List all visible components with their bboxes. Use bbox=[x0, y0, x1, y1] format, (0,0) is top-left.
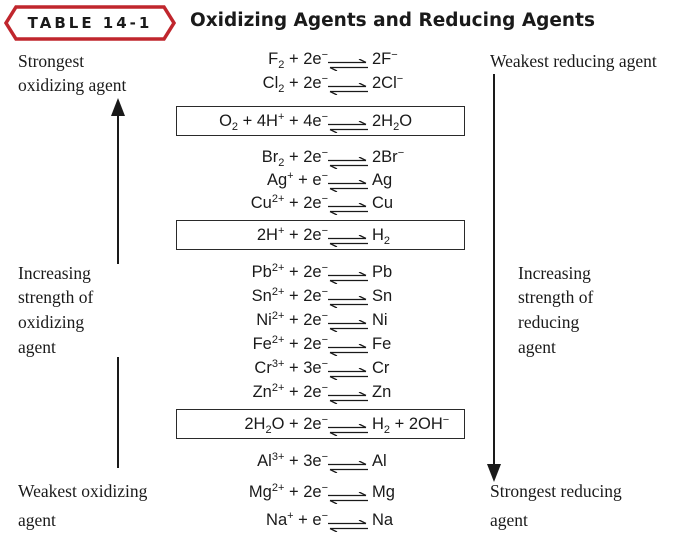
reaction-row: O2 + 4H+ + 4e− 2H2O bbox=[0, 109, 690, 134]
equilibrium-arrow-icon bbox=[328, 152, 368, 176]
reaction-products: Mg bbox=[372, 483, 395, 501]
right-increasing-line-1: Increasing bbox=[518, 263, 591, 283]
right-weakest-label: Weakest reducing agent bbox=[490, 51, 657, 71]
reaction-reactants: Zn2+ + 2e− bbox=[252, 382, 328, 402]
reaction-reactants: Ni2+ + 2e− bbox=[256, 310, 328, 330]
left-weakest-line-2: agent bbox=[18, 510, 56, 530]
equilibrium-arrow-icon bbox=[328, 54, 368, 78]
equilibrium-arrow-icon bbox=[328, 116, 368, 140]
reaction-products: Sn bbox=[372, 287, 393, 305]
reaction-reactants: Br2 + 2e− bbox=[261, 147, 328, 169]
reaction-box-hydrogen-ion bbox=[176, 220, 465, 250]
reaction-row: Cu2+ + 2e− Cu bbox=[0, 191, 690, 216]
reaction-reactants: 2H+ + 2e− bbox=[256, 225, 328, 245]
reaction-row: Br2 + 2e− 2Br− bbox=[0, 145, 690, 170]
equilibrium-arrow-icon bbox=[328, 487, 368, 511]
reaction-row: Al3+ + 3e− Al bbox=[0, 449, 690, 474]
reaction-products: Na bbox=[372, 511, 394, 529]
reaction-products: H2 bbox=[372, 226, 391, 247]
reaction-products: 2F− bbox=[372, 49, 398, 69]
equilibrium-arrow-icon bbox=[328, 363, 368, 387]
reaction-reactants: Sn2+ + 2e− bbox=[251, 286, 328, 306]
reaction-row: Cr3+ + 3e− Cr bbox=[0, 356, 690, 381]
reaction-row: Pb2+ + 2e− Pb bbox=[0, 260, 690, 285]
equilibrium-arrow-icon bbox=[328, 419, 368, 443]
left-weakest-line-1: Weakest oxidizing bbox=[18, 481, 148, 501]
reaction-row: 2H2O + 2e− H2 + 2OH− bbox=[0, 412, 690, 437]
equilibrium-arrow-icon bbox=[328, 175, 368, 199]
reaction-reactants: O2 + 4H+ + 4e− bbox=[219, 111, 328, 133]
oxidizing-strength-arrow-line-bottom bbox=[117, 357, 119, 468]
reaction-row: Zn2+ + 2e− Zn bbox=[0, 380, 690, 405]
equilibrium-arrow-icon bbox=[328, 456, 368, 480]
up-arrow-icon bbox=[111, 98, 125, 116]
reaction-products: H2 + 2OH− bbox=[372, 414, 450, 436]
equilibrium-arrow-icon bbox=[328, 315, 368, 339]
reaction-row: Ag+ + e− Ag bbox=[0, 168, 690, 193]
right-increasing-line-2: strength of bbox=[518, 287, 594, 307]
equilibrium-arrow-icon bbox=[328, 198, 368, 222]
right-strongest-line-1: Strongest reducing bbox=[490, 481, 622, 501]
left-increasing-line-1: Increasing bbox=[18, 263, 91, 283]
reaction-products: Cr bbox=[372, 359, 390, 377]
reaction-box-water bbox=[176, 409, 465, 439]
reaction-reactants: Cr3+ + 3e− bbox=[254, 358, 328, 378]
left-increasing-line-4: agent bbox=[18, 337, 56, 357]
table-title: Oxidizing Agents and Reducing Agents bbox=[190, 10, 595, 31]
reaction-reactants: Fe2+ + 2e− bbox=[252, 334, 328, 354]
reaction-products: Cu bbox=[372, 194, 394, 212]
badge-frame bbox=[4, 5, 176, 41]
left-strongest-line-1: Strongest bbox=[18, 51, 85, 71]
reaction-row: Mg2+ + 2e− Mg bbox=[0, 480, 690, 505]
reaction-products: Ag bbox=[372, 171, 393, 189]
down-arrow-icon bbox=[487, 464, 501, 482]
reaction-products: 2Cl− bbox=[372, 73, 404, 93]
oxidizing-strength-arrow-line-top bbox=[117, 112, 119, 264]
reaction-reactants: 2H2O + 2e− bbox=[244, 414, 328, 436]
table-number-badge: TABLE 14-1 bbox=[4, 5, 176, 41]
reaction-row: F2 + 2e− 2F− bbox=[0, 47, 690, 72]
equilibrium-arrow-icon bbox=[328, 339, 368, 363]
reducing-strength-arrow-line bbox=[493, 74, 495, 468]
reaction-products: Fe bbox=[372, 335, 392, 353]
equilibrium-arrow-icon bbox=[328, 387, 368, 411]
reaction-reactants: Al3+ + 3e− bbox=[257, 451, 328, 471]
equilibrium-arrow-icon bbox=[328, 291, 368, 315]
equilibrium-arrow-icon bbox=[328, 515, 368, 539]
reaction-row: Ni2+ + 2e− Ni bbox=[0, 308, 690, 333]
equilibrium-arrow-icon bbox=[328, 267, 368, 291]
reaction-row: 2H+ + 2e− H2 bbox=[0, 223, 690, 248]
reaction-row: Na+ + e− Na bbox=[0, 508, 690, 533]
reaction-products: Pb bbox=[372, 263, 393, 281]
right-increasing-line-3: reducing bbox=[518, 312, 580, 332]
reaction-products: 2H2O bbox=[372, 112, 413, 133]
equilibrium-arrow-icon bbox=[328, 230, 368, 254]
reaction-reactants: F2 + 2e− bbox=[268, 49, 328, 71]
reaction-products: Zn bbox=[372, 383, 392, 401]
badge-label: TABLE 14-1 bbox=[27, 14, 153, 32]
reaction-row: Fe2+ + 2e− Fe bbox=[0, 332, 690, 357]
left-increasing-line-3: oxidizing bbox=[18, 312, 85, 332]
reaction-row: Cl2 + 2e− 2Cl− bbox=[0, 71, 690, 96]
reaction-products: Al bbox=[372, 452, 387, 470]
reaction-products: Ni bbox=[372, 311, 388, 329]
reaction-reactants: Ag+ + e− bbox=[266, 170, 328, 190]
right-strongest-line-2: agent bbox=[490, 510, 528, 530]
reaction-reactants: Na+ + e− bbox=[266, 510, 328, 530]
left-increasing-line-2: strength of bbox=[18, 287, 94, 307]
right-increasing-line-4: agent bbox=[518, 337, 556, 357]
reaction-products: 2Br− bbox=[372, 147, 405, 167]
reaction-reactants: Cu2+ + 2e− bbox=[250, 193, 328, 213]
reaction-reactants: Pb2+ + 2e− bbox=[251, 262, 328, 282]
reaction-reactants: Mg2+ + 2e− bbox=[248, 482, 328, 502]
left-strongest-line-2: oxidizing agent bbox=[18, 75, 127, 95]
reaction-reactants: Cl2 + 2e− bbox=[262, 73, 328, 95]
reaction-box-oxygen bbox=[176, 106, 465, 136]
equilibrium-arrow-icon bbox=[328, 78, 368, 102]
reaction-row: Sn2+ + 2e− Sn bbox=[0, 284, 690, 309]
